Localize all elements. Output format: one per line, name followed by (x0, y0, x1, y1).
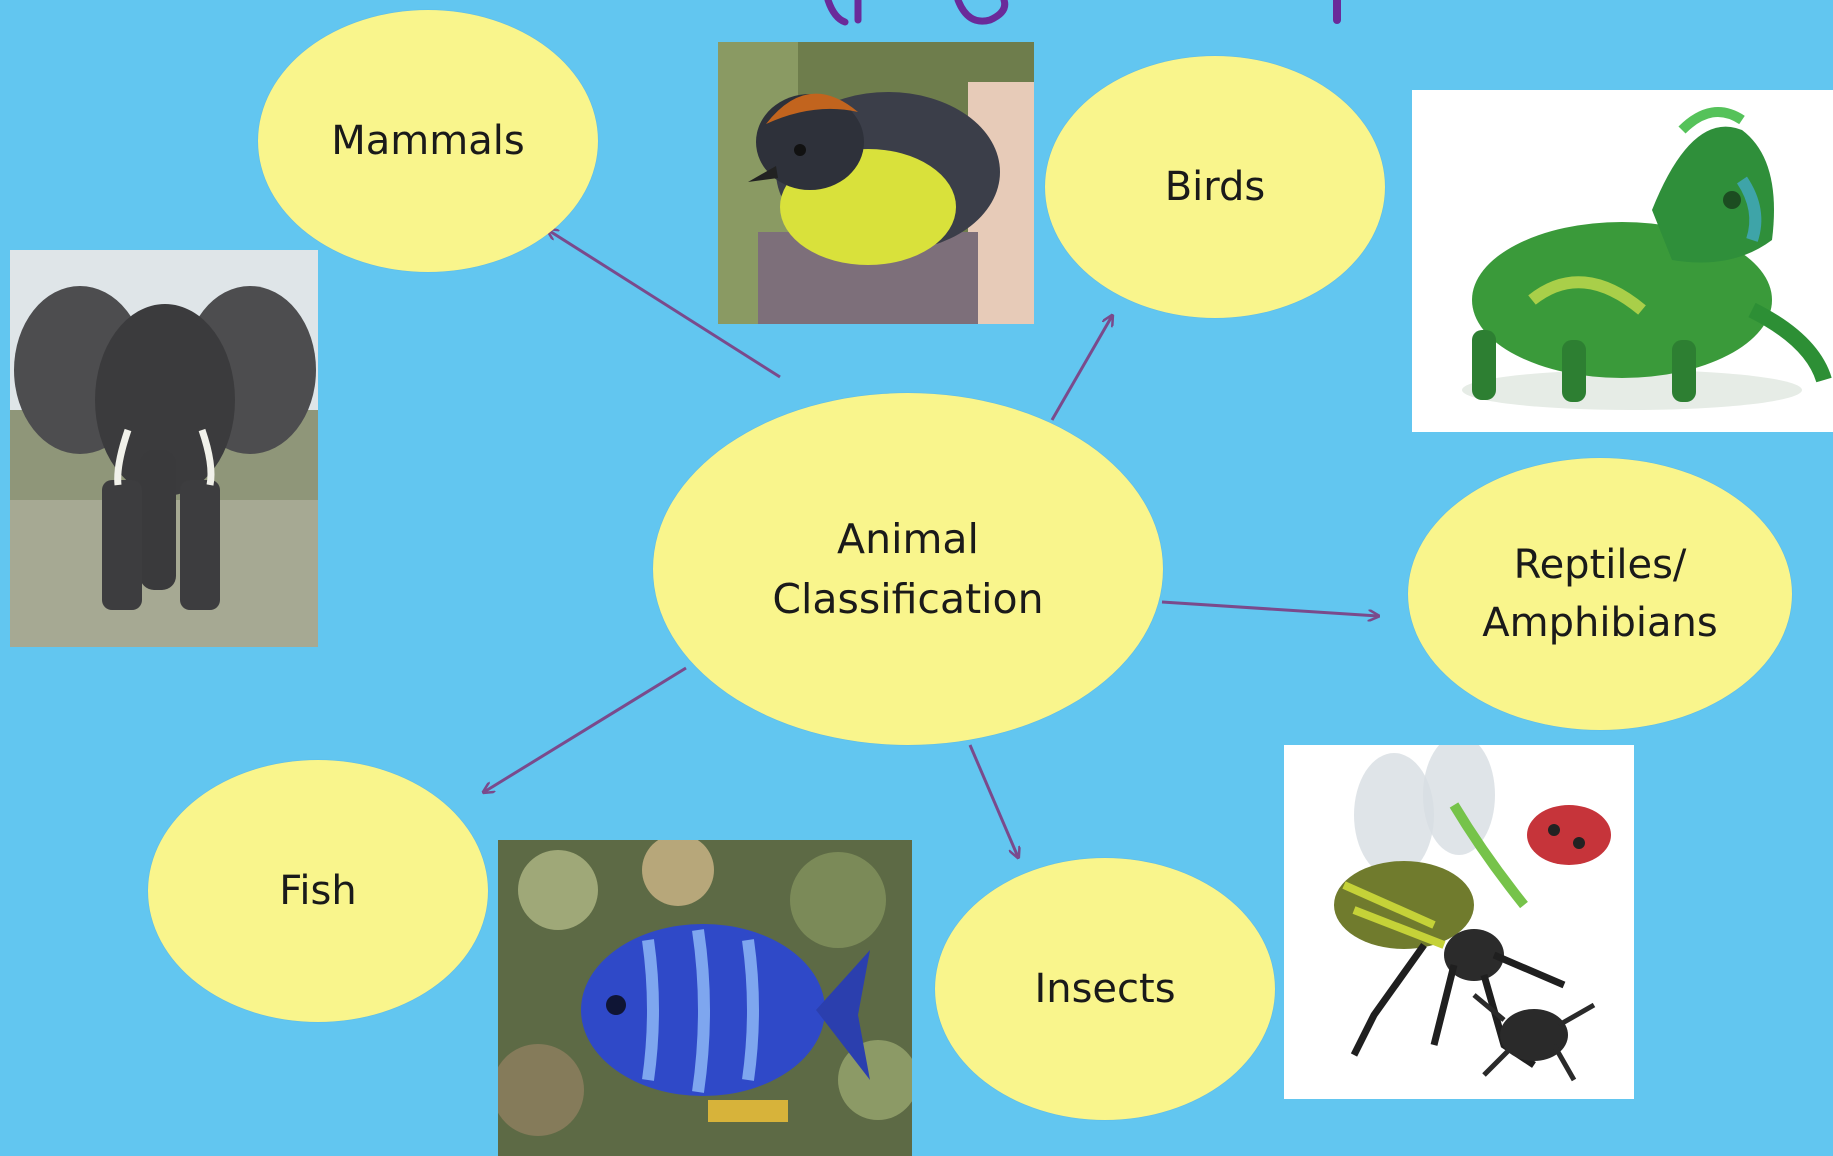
elephant-photo (10, 250, 318, 647)
node-fish-label: Fish (279, 868, 356, 914)
fish-photo (498, 840, 912, 1156)
center-label-line2: Classification (772, 569, 1043, 629)
node-fish: Fish (148, 760, 488, 1022)
chameleon-photo (1412, 90, 1833, 432)
node-reptiles-amphibians: Reptiles/ Amphibians (1408, 458, 1792, 730)
node-mammals-label: Mammals (331, 118, 524, 164)
reptiles-label-line2: Amphibians (1482, 594, 1717, 652)
node-birds: Birds (1045, 56, 1385, 318)
node-insects-label: Insects (1034, 966, 1175, 1012)
insects-photo (1284, 745, 1634, 1099)
center-label-line1: Animal (837, 509, 979, 569)
reptiles-label-line1: Reptiles/ (1514, 536, 1687, 594)
node-mammals: Mammals (258, 10, 598, 272)
node-birds-label: Birds (1165, 164, 1266, 210)
node-animal-classification: Animal Classification (653, 393, 1163, 745)
arrow-to-birds (1052, 316, 1112, 420)
arrow-to-fish (484, 668, 686, 792)
title-fragment (0, 0, 1833, 30)
node-insects: Insects (935, 858, 1275, 1120)
arrow-to-reptiles (1162, 602, 1378, 616)
bird-photo (718, 42, 1034, 324)
arrow-to-insects (970, 745, 1018, 857)
